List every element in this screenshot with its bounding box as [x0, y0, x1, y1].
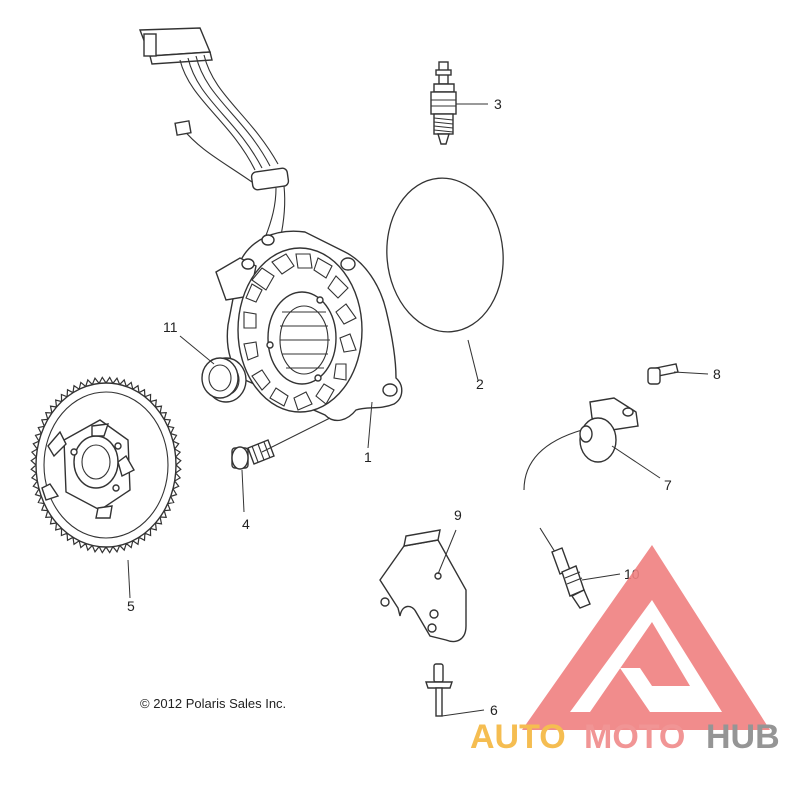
automotohub-watermark: AUTO MOTO HUB [470, 545, 780, 756]
watermark-word-hub: HUB [706, 718, 780, 756]
stator-poles [243, 253, 357, 411]
callout-labels: 1 2 3 4 5 6 7 8 9 10 11 [127, 96, 721, 718]
rivet [425, 663, 453, 717]
callout-2: 2 [476, 376, 484, 392]
callout-1: 1 [364, 449, 372, 465]
stator-assembly [138, 27, 403, 422]
callout-3: 3 [494, 96, 502, 112]
watermark-word-auto: AUTO [470, 718, 566, 756]
flywheel [30, 376, 182, 554]
stator-cover-gasket [386, 177, 504, 333]
callout-4: 4 [242, 516, 250, 532]
watermark-word-moto: MOTO [584, 718, 685, 756]
spark-plug [430, 61, 457, 145]
mounting-bracket [379, 529, 467, 643]
flange-bolt [231, 439, 275, 470]
leader-lines [127, 103, 709, 717]
callout-8: 8 [713, 366, 721, 382]
callout-7: 7 [664, 477, 672, 493]
callout-5: 5 [127, 598, 135, 614]
callout-11: 11 [163, 319, 178, 335]
callout-9: 9 [454, 507, 462, 523]
oil-seal [201, 357, 247, 403]
callout-6: 6 [490, 702, 498, 718]
stator-harness [174, 54, 290, 241]
temperature-sensor [539, 527, 591, 609]
watermark-triangle-logo [522, 545, 770, 730]
screw [647, 363, 679, 385]
copyright-notice: © 2012 Polaris Sales Inc. [140, 696, 286, 711]
pickup-sensor [523, 397, 639, 491]
stator-connector [138, 27, 213, 65]
